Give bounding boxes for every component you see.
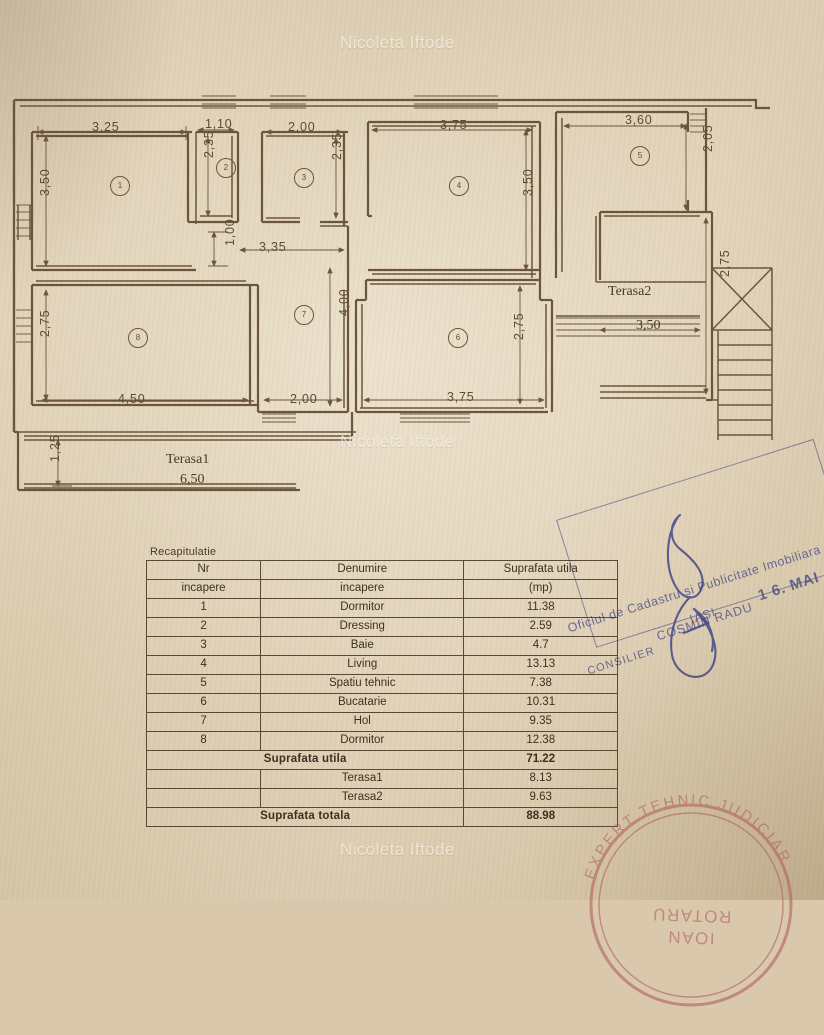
dimension-label-horizontal: 3,75 (447, 390, 475, 404)
dimension-label-horizontal: 2,00 (288, 120, 316, 134)
cell-nr: 6 (145, 693, 262, 713)
dimension-label-horizontal: 3,60 (625, 113, 653, 127)
cell-terrace-area: 8.13 (463, 769, 618, 789)
header-cell-area-2: (mp) (463, 579, 618, 599)
cell-area: 2.59 (463, 617, 618, 637)
cell-area: 9.35 (463, 712, 618, 732)
cell-subtotal-area: 71.22 (463, 750, 618, 770)
cell-nr: 5 (145, 674, 262, 694)
room-number-marker: 3 (294, 168, 314, 188)
dimension-label-vertical: 2,35 (330, 132, 344, 160)
cell-terrace-name: Terasa2 (260, 788, 465, 808)
cell-area: 4.7 (463, 636, 618, 656)
cell-nr: 2 (145, 617, 262, 637)
cell-name: Bucatarie (260, 693, 465, 713)
cell-area: 13.13 (463, 655, 618, 675)
room-number-marker: 1 (110, 176, 130, 196)
dimension-label-vertical: 2,75 (718, 249, 732, 277)
svg-text:IOAN: IOAN (667, 927, 715, 948)
dimension-label-horizontal: 4,50 (118, 392, 146, 406)
cell-name: Dressing (260, 617, 465, 637)
cell-nr: 7 (145, 712, 262, 732)
header-cell-nr: Nr (145, 560, 262, 580)
cell-area: 10.31 (463, 693, 618, 713)
dimension-label-horizontal: 3,35 (259, 240, 287, 254)
cell-nr: 8 (145, 731, 262, 751)
dimension-label-horizontal: 3,25 (92, 120, 120, 134)
dimension-label-vertical: 2,75 (38, 309, 52, 337)
terrace-label: Terasa1 (166, 452, 210, 467)
floor-plan-drawing: .w { fill:none; stroke:#6b563b; stroke-w… (12, 95, 773, 492)
cell-area: 12.38 (463, 731, 618, 751)
room-number-marker: 6 (448, 328, 468, 348)
room-number-marker: 5 (630, 146, 650, 166)
dimension-label-vertical: 2,35 (202, 130, 216, 158)
header-cell-nr-2: incapere (145, 579, 262, 599)
dimension-label-vertical: 1,25 (48, 434, 62, 462)
cell-blank (145, 788, 262, 808)
cell-area: 7.38 (463, 674, 618, 694)
cell-name: Dormitor (260, 731, 465, 751)
room-number-marker: 8 (128, 328, 148, 348)
room-number-marker: 7 (294, 305, 314, 325)
table-caption: Recapitulatie (150, 546, 217, 558)
dimension-label-vertical: 3,50 (38, 168, 52, 196)
cell-nr: 3 (145, 636, 262, 656)
terrace-label: Terasa2 (608, 284, 652, 299)
header-cell-name-2: incapere (260, 579, 465, 599)
room-number-marker: 2 (216, 158, 236, 178)
cell-name: Dormitor (260, 598, 465, 618)
cell-name: Living (260, 655, 465, 675)
dimension-label-horizontal: 1,10 (205, 117, 233, 131)
paper-shadow-topleft (0, 0, 180, 300)
dimension-label-vertical: 2,05 (701, 124, 715, 152)
header-cell-area: Suprafata utila (463, 560, 618, 580)
header-cell-name: Denumire (260, 560, 465, 580)
cell-nr: 1 (145, 598, 262, 618)
cell-name: Baie (260, 636, 465, 656)
cell-name: Spatiu tehnic (260, 674, 465, 694)
cell-subtotal-label: Suprafata utila (145, 750, 465, 770)
cell-total-label: Suprafata totala (145, 807, 465, 827)
terrace-label: 3,50 (636, 318, 661, 333)
cell-total-area: 88.98 (463, 807, 618, 827)
svg-text:ROTARU: ROTARU (651, 905, 731, 927)
dimension-label-vertical: 1,00 (223, 218, 237, 246)
dimension-label-vertical: 4,00 (337, 288, 351, 316)
cell-terrace-name: Terasa1 (260, 769, 465, 789)
dimension-label-horizontal: 3,75 (440, 118, 468, 132)
dimension-label-horizontal: 2,00 (290, 392, 318, 406)
cell-area: 11.38 (463, 598, 618, 618)
room-number-marker: 4 (449, 176, 469, 196)
dimension-label-vertical: 2,75 (512, 312, 526, 340)
cell-blank (145, 769, 262, 789)
cell-name: Hol (260, 712, 465, 732)
terrace-label: 6,50 (180, 472, 205, 487)
cell-terrace-area: 9.63 (463, 788, 618, 808)
cell-nr: 4 (145, 655, 262, 675)
dimension-label-vertical: 3,50 (521, 168, 535, 196)
